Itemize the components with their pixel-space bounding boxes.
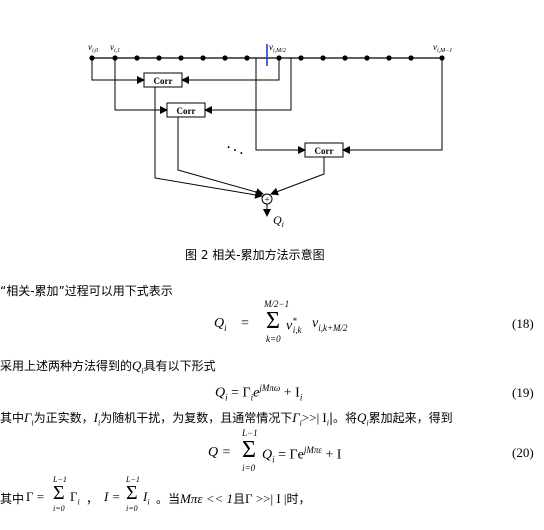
eq18-lhs: Qi (214, 316, 227, 333)
sample-dots (89, 55, 445, 61)
para4-sum1: Σ (53, 482, 65, 504)
sample-dot (320, 55, 326, 61)
sum-node (261, 193, 273, 205)
eq19: Qi = ΓiejMπω + Ii (215, 383, 303, 403)
para4-I-term: Ii (143, 489, 150, 507)
sample-dot (178, 55, 184, 61)
sample-dot (200, 55, 206, 61)
sample-label-v0: vi,0 (88, 42, 98, 54)
eq18-sum: Σ (266, 308, 280, 334)
sample-label-vM2: vi,M/2 (269, 42, 286, 54)
eq18-equals: = (241, 316, 249, 331)
sample-dot (342, 55, 348, 61)
sample-dot (408, 55, 414, 61)
para4-comma: ， (86, 492, 99, 506)
sample-label-v1: vi,1 (110, 42, 120, 54)
sample-dot (222, 55, 228, 61)
para4-tail: 。当Mπε << 1且Γ >>| I |时， (156, 491, 311, 506)
para4-sum2: Σ (126, 482, 138, 504)
para-1: “相关-累加”过程可以用下式表示 (0, 284, 173, 298)
para-3: 其中Γi为正实数，Ii为随机干扰，为复数，且通常情况下Γi>>| Ii|。将Qi… (0, 410, 453, 428)
para4-I-lhs: I = (104, 489, 121, 504)
para-2: 采用上述两种方法得到的Qi具有以下形式 (0, 358, 216, 376)
sample-dot (364, 55, 370, 61)
eq20-number: (20) (512, 445, 534, 460)
figure-caption: 图 2 相关-累加方法示意图 (185, 248, 325, 262)
sum-symbol: + (264, 195, 269, 205)
ellipsis-dots: · · · (224, 140, 246, 160)
sample-dot (298, 55, 304, 61)
sample-dot (244, 55, 250, 61)
corr-label-2: Corr (177, 106, 196, 116)
eq19-number: (19) (512, 385, 534, 400)
eq20-sum-top: L−1 (242, 428, 258, 438)
eq18-sum-bottom: k=0 (266, 334, 281, 344)
corr-label-3: Corr (315, 146, 334, 156)
para4-gamma-lhs: Γ = (26, 489, 45, 504)
eq18-term1: v*i,k (286, 316, 302, 336)
para4-sum2-top: L−1 (126, 475, 140, 484)
corr-label-1: Corr (154, 76, 173, 86)
sample-dot (386, 55, 392, 61)
sample-label-vM1: vi,M−1 (433, 42, 452, 54)
para4-sum1-top: L−1 (53, 475, 67, 484)
sample-dot (156, 55, 162, 61)
eq18-sum-top: M/2−1 (264, 299, 290, 309)
correlation-accumulation-diagram: vi,0 vi,1 vi,M/2 vi,M−1 Corr Corr Corr +… (88, 42, 452, 229)
eq18-term2: vi,k+M/2 (312, 316, 348, 333)
para-4-text: 其中 (0, 492, 25, 506)
para4-sum2-bottom: i=0 (126, 504, 138, 513)
eq20-sum: Σ (242, 437, 256, 463)
eq20-lhs: Q = (208, 445, 232, 460)
sample-dot (134, 55, 140, 61)
output-label: Qi (273, 213, 284, 229)
para4-gamma-term: Γi (70, 489, 80, 507)
eq20-sum-bottom: i=0 (242, 463, 256, 473)
para4-sum1-bottom: i=0 (53, 504, 65, 513)
eq20-rhs: Qi = ΓejMπε + I (262, 445, 342, 465)
eq18-number: (18) (512, 316, 534, 331)
